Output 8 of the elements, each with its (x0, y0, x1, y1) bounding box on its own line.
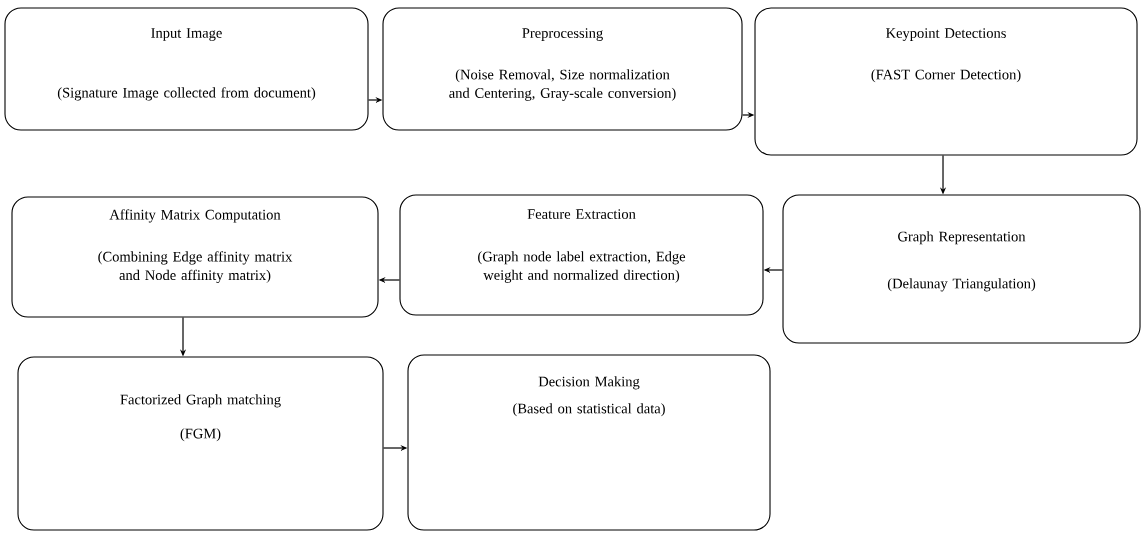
process-box: Factorized Graph matching (FGM) (17, 356, 384, 531)
process-box: Preprocessing (Noise Removal, Size normalization and Centering, Gray-scale conversion) (382, 7, 743, 131)
process-box: Affinity Matrix Computation (Combining Edge affinity matrix and Node affinity matrix) (11, 196, 379, 318)
process-box: Graph Representation (Delaunay Triangulation) (782, 194, 1141, 344)
process-box: Feature Extraction (Graph node label extraction, Edge weight and normalized direction) (399, 194, 764, 316)
process-box: Keypoint Detections (FAST Corner Detection) (754, 7, 1138, 156)
process-box: Input Image (Signature Image collected from document) (4, 7, 369, 131)
process-box: Decision Making (Based on statistical data) (407, 354, 771, 531)
